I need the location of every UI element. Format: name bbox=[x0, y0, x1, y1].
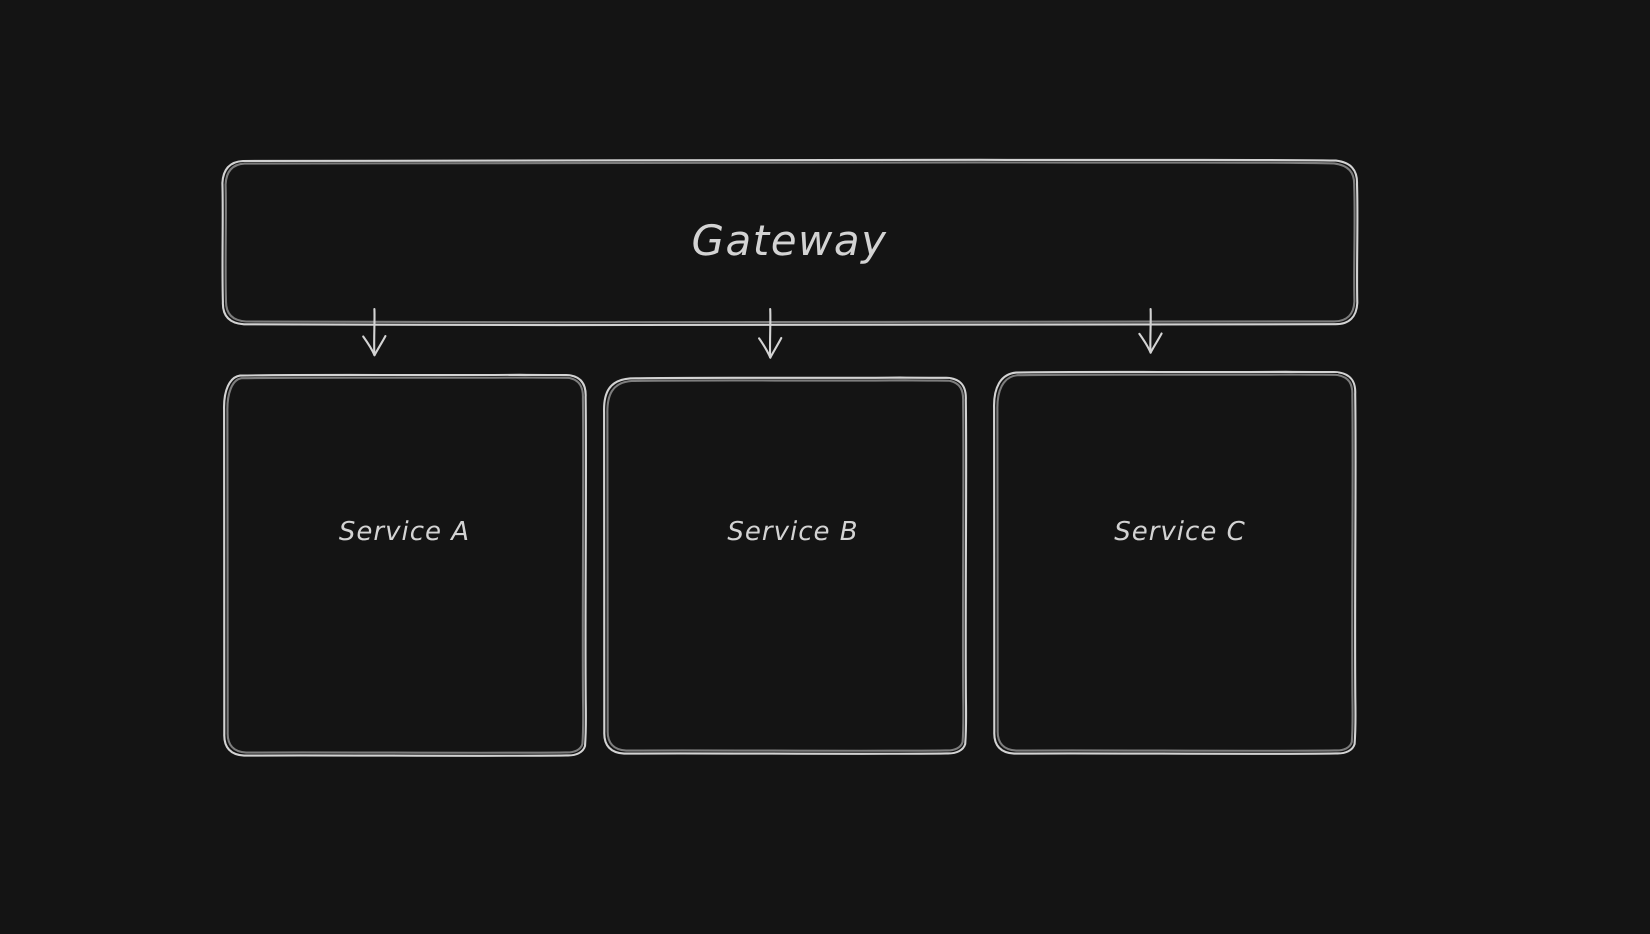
service-c-node[interactable] bbox=[1000, 372, 1360, 753]
service-a-node-label: Service A bbox=[338, 517, 471, 547]
service-b-node[interactable] bbox=[614, 378, 972, 755]
service-a-node[interactable] bbox=[224, 375, 585, 755]
service-c-node-label: Service C bbox=[1114, 517, 1246, 547]
gateway-node-label: Gateway bbox=[691, 215, 888, 265]
service-b-node-label: Service B bbox=[727, 517, 859, 547]
